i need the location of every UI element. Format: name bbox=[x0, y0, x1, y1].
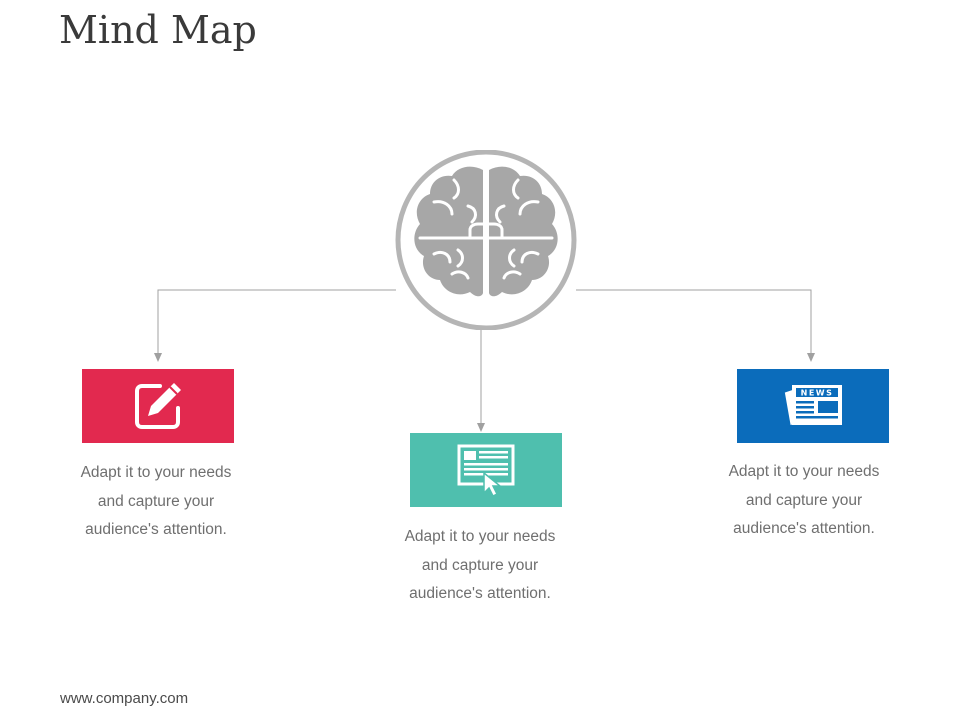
middle-node-caption: Adapt it to your needs and capture your … bbox=[375, 523, 585, 609]
connector-left bbox=[157, 289, 396, 356]
edit-icon bbox=[135, 383, 181, 429]
caption-line: and capture your bbox=[421, 556, 539, 574]
newspaper-icon-label: NEWS bbox=[801, 389, 834, 398]
caption-line: audience's attention. bbox=[733, 520, 875, 537]
edit-card bbox=[82, 369, 234, 443]
caption-line: and capture your bbox=[745, 491, 863, 509]
connector-right bbox=[576, 289, 812, 356]
arrowhead-middle bbox=[477, 423, 485, 432]
caption-line: Adapt it to your needs bbox=[80, 464, 232, 481]
central-brain-node bbox=[394, 149, 578, 331]
caption-line: audience's attention. bbox=[85, 521, 227, 538]
footer-url: www.company.com bbox=[60, 690, 189, 707]
brain-icon bbox=[395, 149, 577, 331]
webpage-click-icon bbox=[457, 444, 515, 497]
arrowhead-left bbox=[154, 353, 162, 362]
left-node-caption: Adapt it to your needs and capture your … bbox=[51, 459, 261, 545]
caption-line: Adapt it to your needs bbox=[404, 528, 556, 545]
page-title: Mind Map bbox=[59, 8, 257, 52]
webpage-card bbox=[410, 433, 562, 507]
news-card: NEWS bbox=[737, 369, 889, 443]
right-node-caption: Adapt it to your needs and capture your … bbox=[699, 458, 909, 544]
caption-line: audience's attention. bbox=[409, 585, 551, 602]
caption-line: and capture your bbox=[97, 492, 215, 510]
newspaper-icon: NEWS bbox=[783, 385, 842, 427]
arrowhead-right bbox=[807, 353, 815, 362]
caption-line: Adapt it to your needs bbox=[728, 463, 880, 480]
